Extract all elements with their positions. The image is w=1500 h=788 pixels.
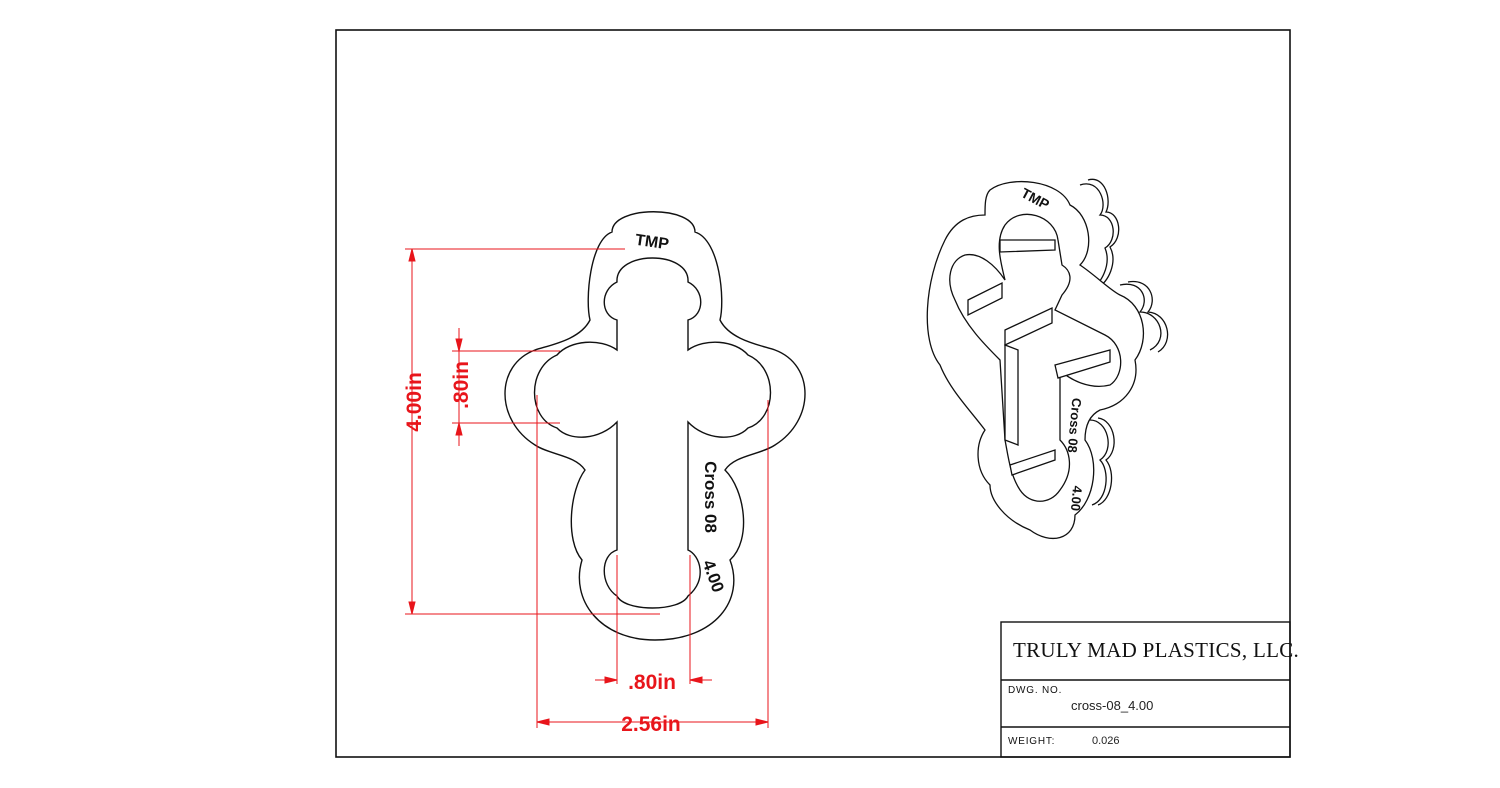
cutter-outer-outline	[504, 211, 806, 641]
sheet-border	[335, 29, 1291, 758]
dim-height-total: 4.00in	[403, 372, 426, 432]
title-dwg-value: cross-08_4.00	[1071, 698, 1153, 713]
title-block	[1000, 621, 1291, 758]
title-weight-value: 0.026	[1092, 735, 1120, 747]
dim-width-total: 2.56in	[621, 713, 681, 736]
dim-arm-height: .80in	[450, 361, 473, 409]
title-weight-label: WEIGHT:	[1008, 736, 1055, 747]
title-company: TRULY MAD PLASTICS, LLC.	[1013, 638, 1299, 662]
front-view	[504, 211, 806, 641]
cutter-inner-outline	[533, 257, 772, 609]
dimension-lines	[405, 248, 769, 728]
engrave-logo-front: TMP	[634, 232, 670, 254]
engrave-name-front: Cross 08	[701, 461, 720, 533]
engrave-size-iso: 4.00	[1068, 485, 1085, 512]
dim-stem-width: .80in	[628, 671, 676, 694]
isometric-view	[926, 178, 1169, 539]
title-dwg-label: DWG. NO.	[1008, 685, 1062, 696]
engrave-name-iso: Cross 08	[1065, 397, 1085, 453]
iso-inner-outline	[949, 213, 1122, 502]
